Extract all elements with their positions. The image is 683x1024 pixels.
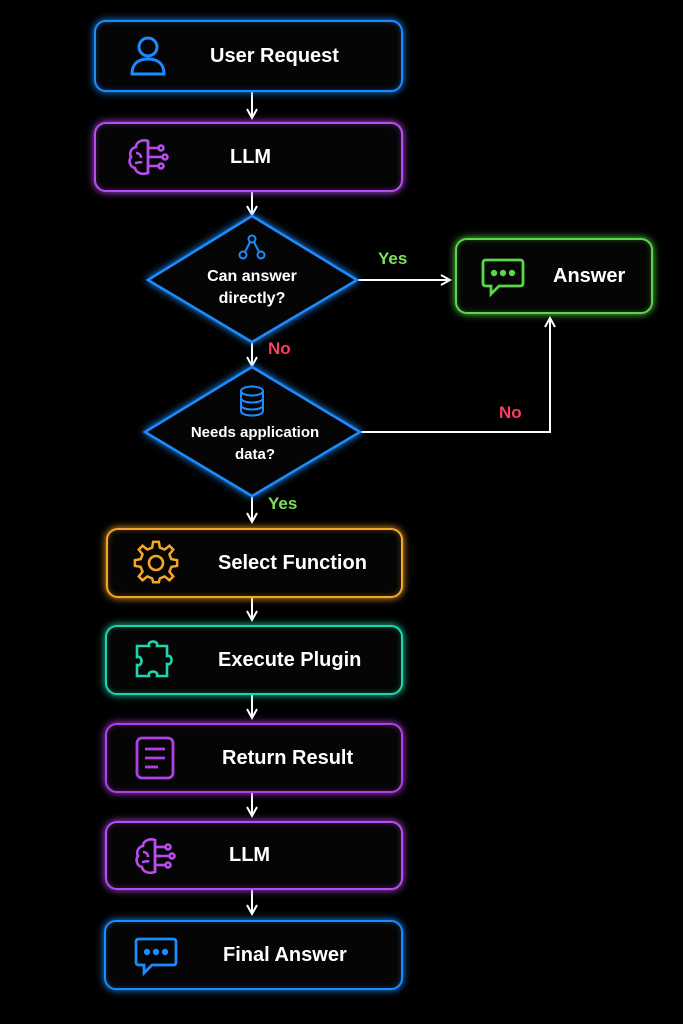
edge-label-no-answer: No <box>499 403 522 422</box>
can-answer-line-1: Can answer <box>207 268 297 285</box>
decision-needs-data-shape <box>142 365 363 498</box>
arrow-needs-data-no-to-answer <box>360 318 550 433</box>
final-answer-label: Final Answer <box>223 943 347 966</box>
document-icon <box>135 736 175 780</box>
llm-node-first: LLM <box>94 122 403 192</box>
llm-label-second: LLM <box>229 844 271 866</box>
needs-data-line-2: data? <box>234 446 275 463</box>
can-answer-line-2: directly? <box>218 290 286 307</box>
return-result-label: Return Result <box>222 746 354 769</box>
network-nodes-icon <box>238 234 266 260</box>
return-result-node: Return Result <box>105 723 403 793</box>
edge-label-yes-answer: Yes <box>378 249 408 268</box>
puzzle-icon <box>135 640 173 678</box>
needs-data-line-1: Needs application <box>190 424 320 441</box>
edge-label-no-down: No <box>268 339 291 358</box>
chat-bubble-icon <box>134 937 178 977</box>
select-function-label: Select Function <box>218 551 367 574</box>
llm-label-first: LLM <box>230 145 272 168</box>
llm-node-second: LLM <box>105 821 403 890</box>
decision-can-answer-shape <box>145 214 360 344</box>
edge-label-yes-down: Yes <box>268 494 298 513</box>
execute-plugin-label: Execute Plugin <box>218 648 362 671</box>
decision-needs-data-label: Needs application data? <box>167 422 343 466</box>
select-function-node: Select Function <box>106 528 403 598</box>
chat-bubble-icon <box>481 258 525 298</box>
final-answer-node: Final Answer <box>104 920 403 990</box>
brain-icon <box>128 139 169 176</box>
answer-node: Answer <box>455 238 653 314</box>
gear-icon <box>133 540 179 584</box>
user-request-label: User Request <box>210 44 339 67</box>
answer-label: Answer <box>553 264 626 287</box>
user-request-node: User Request <box>94 20 403 92</box>
execute-plugin-node: Execute Plugin <box>105 625 403 695</box>
database-icon <box>240 385 264 417</box>
brain-icon <box>135 837 176 874</box>
user-icon <box>130 36 166 76</box>
decision-can-answer-label: Can answer directly? <box>172 266 332 310</box>
